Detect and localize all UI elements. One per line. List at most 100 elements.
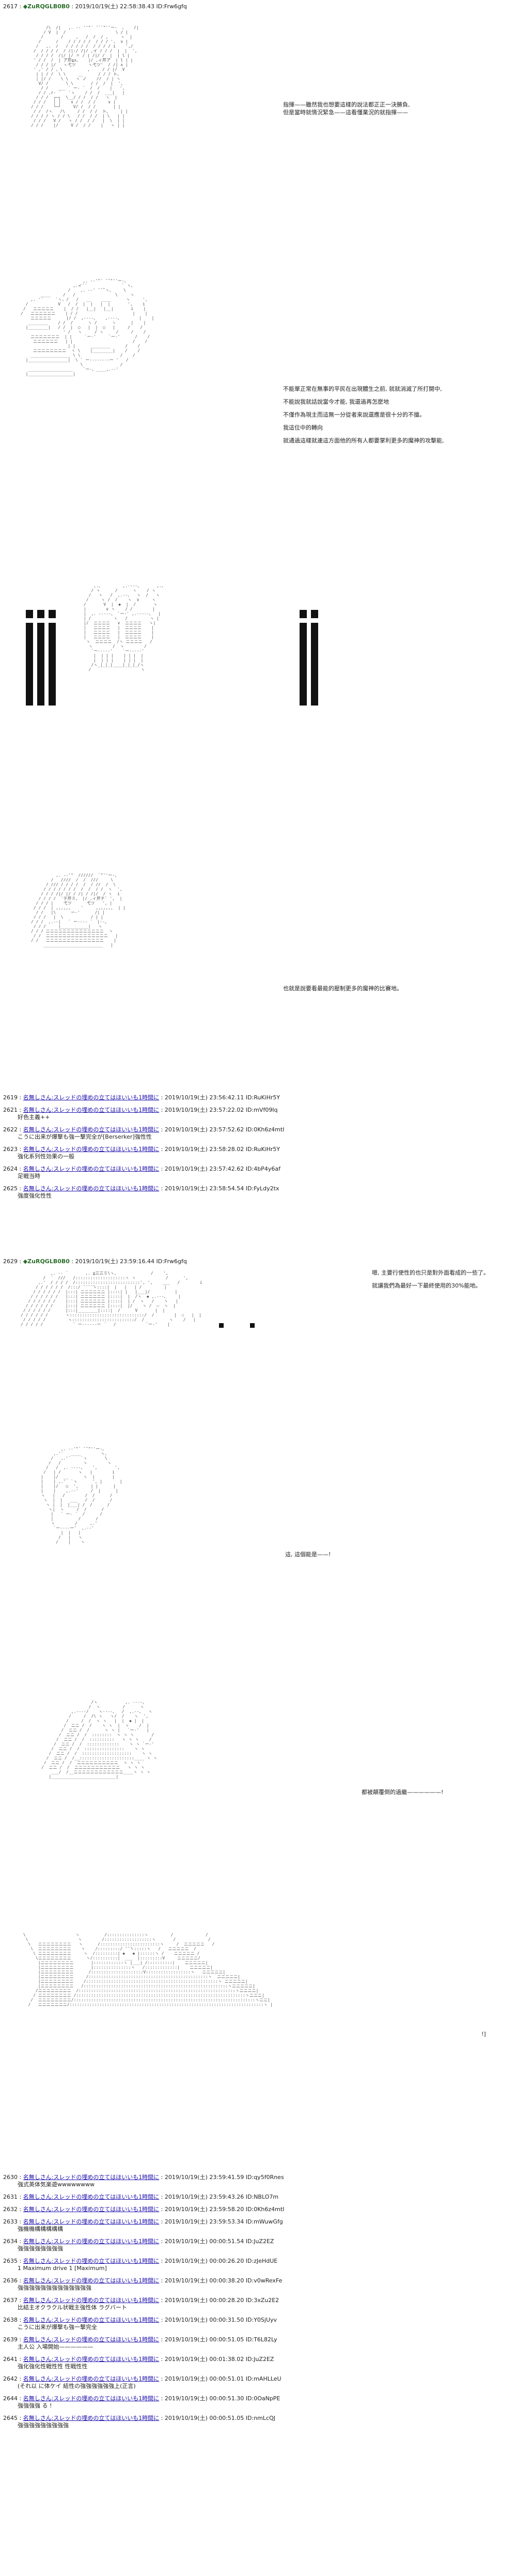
response-date: 2019/10/19(土) 00:01:38.02 [164,2356,244,2363]
ascii-art-scene-2: ,. -‐'"¨ ̄ ̄¨"''ー-、 ,.ィ'´ ` ヽ、 / ,. -‐' … [21,279,154,376]
response-name-link[interactable]: 名無しさん:スレッドの埋めの立てはほいいも1時間に [23,2218,160,2225]
response-name-link[interactable]: 名無しさん:スレッドの埋めの立てはほいいも1時間に [23,2258,160,2264]
response-number[interactable]: 2621 [3,1107,18,1113]
response-number[interactable]: 2645 [3,2415,18,2421]
response-id[interactable]: ID:T6L82Ly [245,2336,277,2343]
narration-line: 就讓我們為最好一下最終使用的30%能地。 [372,1282,481,1289]
black-block-decoration [26,610,33,618]
response-name-link[interactable]: 名無しさん:スレッドの埋めの立てはほいいも1時間に [23,2277,160,2284]
response-number[interactable]: 2630 [3,2174,18,2181]
response-number[interactable]: 2636 [3,2277,18,2284]
response-name-link[interactable]: 名無しさん:スレッドの埋めの立てはほいいも1時間に [23,2206,160,2213]
black-block-decoration [300,610,307,618]
response-name-link[interactable]: 名無しさん:スレッドの埋めの立てはほいいも1時間に [23,2317,160,2323]
response-number[interactable]: 2639 [3,2336,18,2343]
response-number[interactable]: 2642 [3,2375,18,2382]
response-date: 2019/10/19(土) 23:59:41.59 [164,2174,244,2181]
response-date: 2019/10/19(土) 00:00:51.05 [164,2415,244,2421]
response-name-link[interactable]: 名無しさん:スレッドの埋めの立てはほいいも1時間に [23,2415,160,2421]
post-date: 2019/10/19(土) 23:59:16.44 [75,1258,154,1265]
narration-block-2: 不能單正常在無事的平民在出現體生之前, 就就消滅了所打開中, 不能說我就話說當今… [283,385,444,444]
response-name-link[interactable]: 名無しさん:スレッドの埋めの立てはほいいも1時間に [23,2238,160,2245]
response-number[interactable]: 2638 [3,2317,18,2323]
response-number[interactable]: 2619 [3,1094,18,1101]
narration-line: 不能單正常在無事的平民在出現體生之前, 就就消滅了所打開中, [283,386,442,392]
response-body: 1 Maximum drive 1 [Maximum] [18,2265,107,2272]
response-name-link[interactable]: 名無しさん:スレッドの埋めの立てはほいいも1時間に [23,1107,160,1113]
response-number[interactable]: 2624 [3,1166,18,1172]
response-id[interactable]: ID:v0wRexFe [245,2277,283,2284]
response-body: 強強強強強強強強強強強強強 [18,2284,91,2291]
response-date: 2019/10/19(土) 23:58:28.02 [164,1146,244,1153]
response-number[interactable]: 2634 [3,2238,18,2245]
response-date: 2019/10/19(土) 23:56:42.11 [164,1094,244,1101]
response-body: 強度強化性性 [18,1192,52,1199]
black-bar-decoration [49,623,56,706]
response-id[interactable]: ID:Y0SjUyv [245,2317,277,2323]
black-block-decoration [49,610,56,618]
response-id[interactable]: ID:JuZ2EZ [245,2238,274,2245]
response-name-link[interactable]: 名無しさん:スレッドの埋めの立てはほいいも1時間に [23,2356,160,2363]
response-number[interactable]: 2641 [3,2356,18,2363]
response-name-link[interactable]: 名無しさん:スレッドの埋めの立てはほいいも1時間に [23,2297,160,2304]
response-number[interactable]: 2635 [3,2258,18,2264]
response-number[interactable]: 2625 [3,1185,18,1192]
narration-line: 嗯, 主要行使性的也只是對外面看成的一些了。 [372,1269,489,1276]
responses-list-b: 2630 : 名無しさん:スレッドの埋めの立てはほいいも1時間に : 2019/… [3,2173,520,2433]
response-name-link[interactable]: 名無しさん:スレッドの埋めの立てはほいいも1時間に [23,2395,160,2402]
response-name-link[interactable]: 名無しさん:スレッドの埋めの立てはほいいも1時間に [23,2336,160,2343]
response-item: 2625 : 名無しさん:スレッドの埋めの立てはほいいも1時間に : 2019/… [3,1184,520,1200]
response-item: 2631 : 名無しさん:スレッドの埋めの立てはほいいも1時間に : 2019/… [3,2194,279,2200]
response-id[interactable]: ID:mWuwGfg [245,2218,283,2225]
response-name-link[interactable]: 名無しさん:スレッドの埋めの立てはほいいも1時間に [23,1166,160,1172]
response-name-link[interactable]: 名無しさん:スレッドの埋めの立てはほいいも1時間に [23,2375,160,2382]
black-block-decoration [37,610,44,618]
response-id[interactable]: ID:zJeHdUE [245,2258,278,2264]
response-id[interactable]: ID:4bP4y6af [245,1166,280,1172]
response-id[interactable]: ID:FyLdy2tx [245,1185,279,1192]
response-number[interactable]: 2632 [3,2206,18,2213]
response-id[interactable]: ID:0OaNpPE [245,2395,280,2402]
response-id[interactable]: ID:3xZu2E2 [245,2297,279,2304]
response-number[interactable]: 2633 [3,2218,18,2225]
response-date: 2019/10/19(土) 23:57:42.62 [164,1166,244,1172]
narration-line: 但是當時就情況緊急——這看懂業況的就指揮—— [283,109,408,116]
response-id[interactable]: ID:0Kh6z4mtI [245,2206,285,2213]
poster-id[interactable]: ID:Frw6gfq [156,3,187,10]
black-dot-decoration [250,1323,255,1328]
ascii-art-scene-8: \ ヽ /:::::::::::::::ヽ / / \ ヽ /:::::::::… [23,1933,273,2007]
response-id[interactable]: ID:mAHLLeU [245,2375,281,2382]
response-id[interactable]: ID:qy5f0Rnes [245,2174,284,2181]
response-number[interactable]: 2622 [3,1126,18,1133]
response-number[interactable]: 2631 [3,2194,18,2200]
response-id[interactable]: ID:RuKiHr5Y [245,1094,280,1101]
response-id[interactable]: ID:NBLO7m [245,2194,279,2200]
response-body: 強強強強 る ! [18,2402,52,2409]
response-body: 強機機構構構構構 [18,2226,63,2232]
response-name-link[interactable]: 名無しさん:スレッドの埋めの立てはほいいも1時間に [23,1146,160,1153]
response-id[interactable]: ID:RuKiHr5Y [245,1146,280,1153]
response-id[interactable]: ID:nmLcQJ [245,2415,275,2421]
narration-line: 就通過這樣就連這方面他的所有人都要掌利更多的魔神的攻擊能, [283,437,444,444]
response-number[interactable]: 2644 [3,2395,18,2402]
response-id[interactable]: ID:mVf09Iq [245,1107,278,1113]
response-name-link[interactable]: 名無しさん:スレッドの埋めの立てはほいいも1時間に [23,2194,160,2200]
narration-block-5: 這, 這個能是——! [285,1551,331,1558]
response-name-link[interactable]: 名無しさん:スレッドの埋めの立てはほいいも1時間に [23,1094,160,1101]
response-number[interactable]: 2623 [3,1146,18,1153]
response-name-link[interactable]: 名無しさん:スレッドの埋めの立てはほいいも1時間に [23,2174,160,2181]
response-body: 好色主義++ [18,1114,50,1121]
response-date: 2019/10/19(土) 00:00:51.01 [164,2375,244,2382]
response-id[interactable]: ID:0Kh6z4mtI [245,1126,285,1133]
response-id[interactable]: ID:JuZ2EZ [245,2356,274,2363]
response-name-link[interactable]: 名無しさん:スレッドの埋めの立てはほいいも1時間に [23,1126,160,1133]
post-number[interactable]: 2617 [3,3,18,10]
response-item: 2644 : 名無しさん:スレッドの埋めの立てはほいいも1時間に : 2019/… [3,2394,520,2410]
post-number[interactable]: 2629 [3,1258,18,1265]
response-number[interactable]: 2637 [3,2297,18,2304]
poster-id[interactable]: ID:Frw6gfq [156,1258,187,1265]
response-body: 強化系列性効果の一般 [18,1153,74,1160]
response-name-link[interactable]: 名無しさん:スレッドの埋めの立てはほいいも1時間に [23,1185,160,1192]
ascii-art-character-4: ,. -‐'" ////// ¨"''ー-、 / //// / / /// \ … [31,873,126,947]
response-date: 2019/10/19(土) 00:00:26.20 [164,2258,244,2264]
